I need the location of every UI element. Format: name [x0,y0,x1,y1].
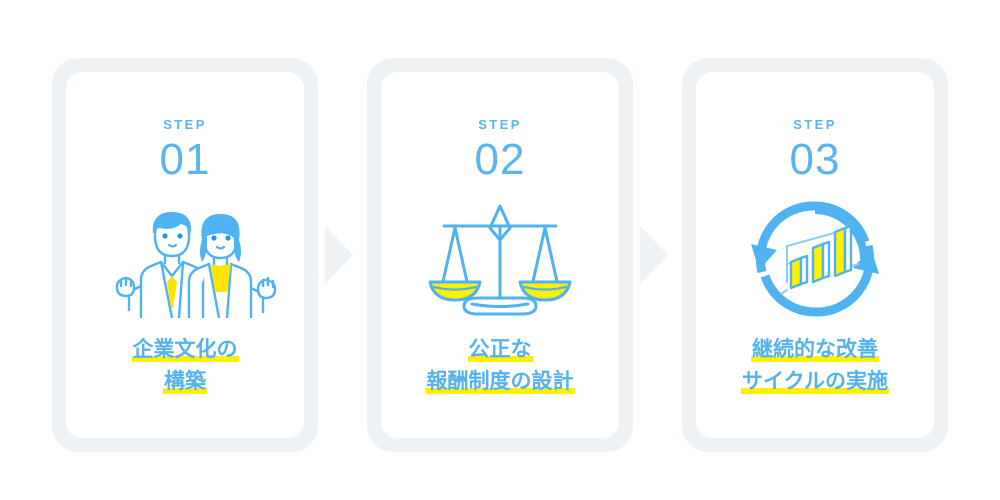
caption-line: 企業文化の [131,338,239,362]
step-card-2-inner: STEP 02 [381,72,619,438]
step-label-1: STEP [163,117,207,132]
step-caption-3: 継続的な改善 サイクルの実施 [696,334,934,398]
balance-scale-illustration [400,200,600,318]
step-card-1-inner: STEP 01 [66,72,304,438]
chevron-right-icon-2 [640,226,668,284]
step-caption-2: 公正な 報酬制度の設計 [381,334,619,398]
step-card-2: STEP 02 [367,58,633,452]
caption-line: 継続的な改善 [751,338,879,362]
chevron-right-icon-1 [325,226,353,284]
step-label-2: STEP [478,117,522,132]
step-caption-1: 企業文化の 構築 [66,334,304,398]
two-people-illustration [85,200,285,318]
caption-line: サイクルの実施 [741,369,889,394]
step-number-1: 01 [159,135,211,184]
step-card-1: STEP 01 [52,58,318,452]
caption-line: 報酬制度の設計 [425,369,575,394]
cycle-bar-chart-illustration [715,200,915,318]
step-card-3: STEP 03 [682,58,948,452]
step-number-2: 02 [474,135,526,184]
step-label-3: STEP [793,117,837,132]
step-number-3: 03 [789,135,841,184]
step-card-3-inner: STEP 03 [696,72,934,438]
caption-line: 構築 [163,369,207,394]
caption-line: 公正な [467,338,533,362]
